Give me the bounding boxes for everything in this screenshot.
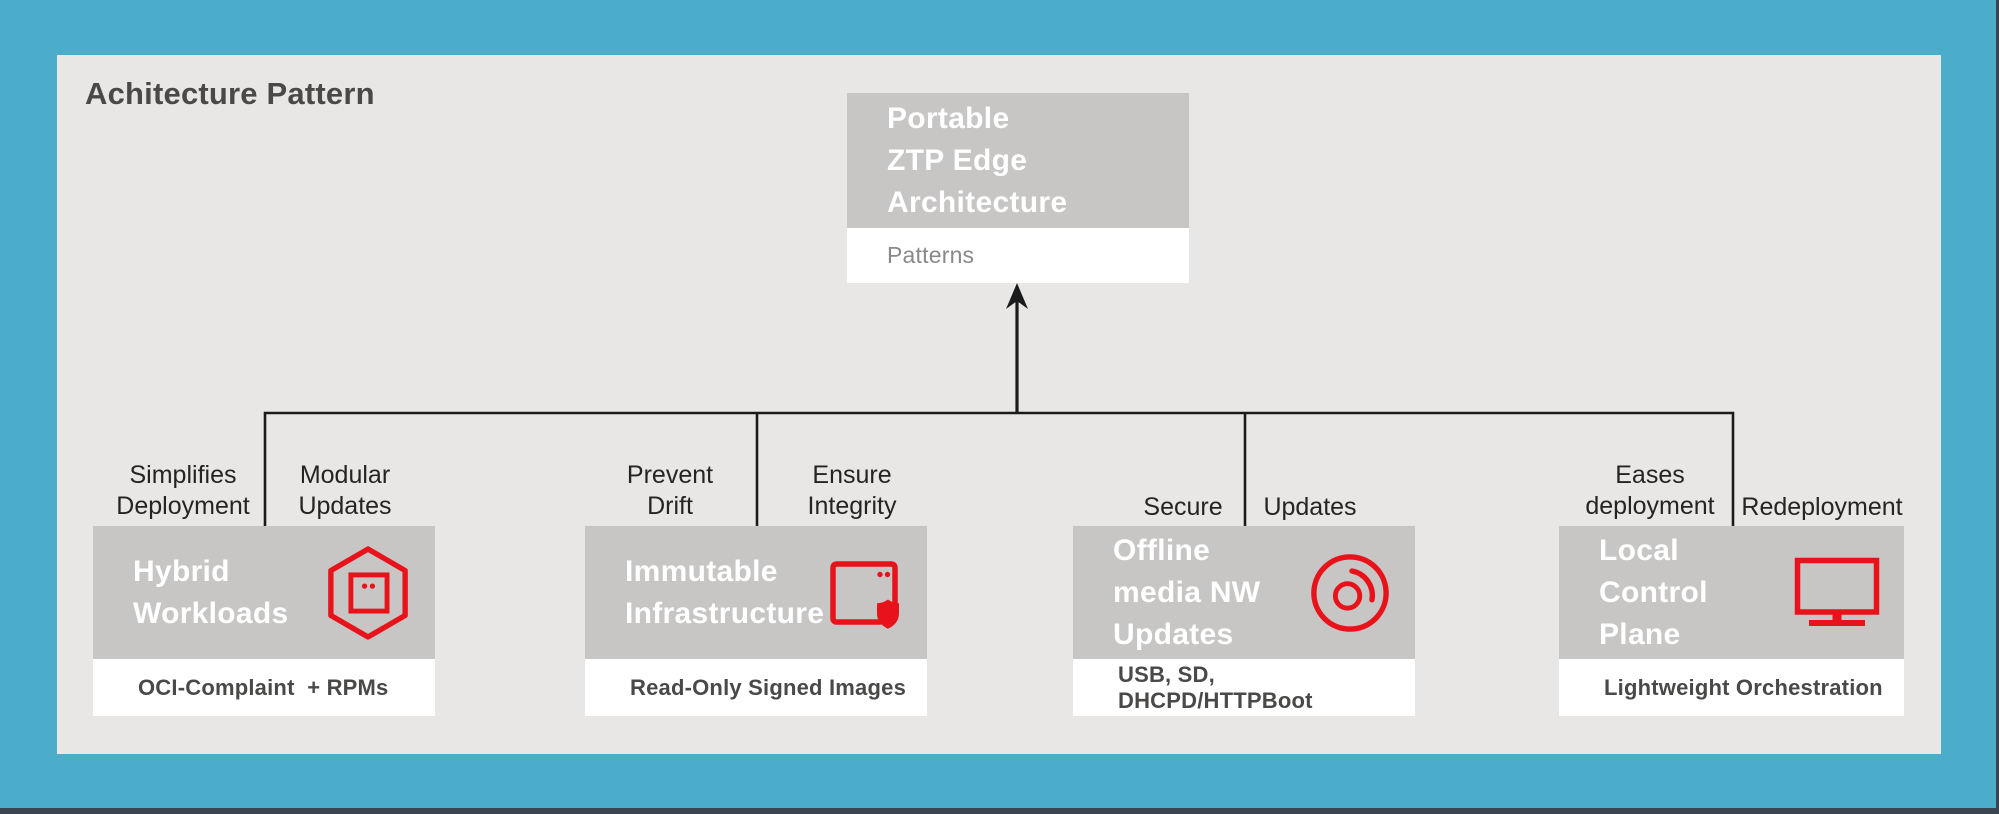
node-title: Immutable Infrastructure (625, 554, 825, 630)
connector-label-ensure-integrity: Ensure Integrity (807, 461, 897, 520)
connector-label-updates: Updates (1263, 493, 1357, 521)
node-footer: Lightweight Orchestration (1559, 659, 1904, 716)
node-footer: Read-Only Signed Images (585, 659, 927, 716)
node-header: Immutable Infrastructure (585, 526, 927, 659)
connector-label-redeployment: Redeployment (1741, 493, 1903, 521)
node-title: Local Control Plane (1599, 533, 1708, 651)
node-immutable-infrastructure: Immutable Infrastructure Read-Only Signe… (585, 526, 927, 716)
signed-image-shield-icon (830, 560, 900, 629)
node-header: Offline media NW Updates (1073, 526, 1415, 659)
node-header: Hybrid Workloads (93, 526, 435, 659)
connector-label-modular-updates: Modular Updates (298, 461, 392, 520)
node-local-control-plane: Local Control Plane Lightweight Orchestr… (1559, 526, 1904, 716)
hexagon-cube-icon (328, 545, 408, 640)
node-offline-media-nw-updates: Offline media NW Updates USB, SD, DHCPD/… (1073, 526, 1415, 716)
node-footer: OCI-Complaint + RPMs (93, 659, 435, 716)
node-title: Hybrid Workloads (133, 554, 289, 630)
connector-label-prevent-drift: Prevent Drift (626, 461, 714, 520)
root-node-footer: Patterns (847, 228, 1189, 283)
root-node-title: Portable ZTP Edge Architecture (887, 101, 1068, 219)
root-node-header: Portable ZTP Edge Architecture (847, 93, 1189, 228)
node-title: Offline media NW Updates (1113, 533, 1261, 651)
connector-label-simplifies-deployment: Simplifies Deployment (116, 461, 250, 520)
diagram-title: Achitecture Pattern (85, 76, 375, 111)
node-footer: USB, SD, DHCPD/HTTPBoot (1073, 659, 1415, 716)
connector-label-eases-deployment: Eases deployment (1585, 461, 1715, 520)
root-node: Portable ZTP Edge Architecture Patterns (847, 93, 1189, 283)
node-header: Local Control Plane (1559, 526, 1904, 659)
node-hybrid-workloads: Hybrid Workloads OCI-Complaint + RPMs (93, 526, 435, 716)
monitor-icon (1794, 557, 1880, 626)
connector-label-secure: Secure (1143, 493, 1223, 521)
optical-disc-icon (1311, 553, 1389, 632)
